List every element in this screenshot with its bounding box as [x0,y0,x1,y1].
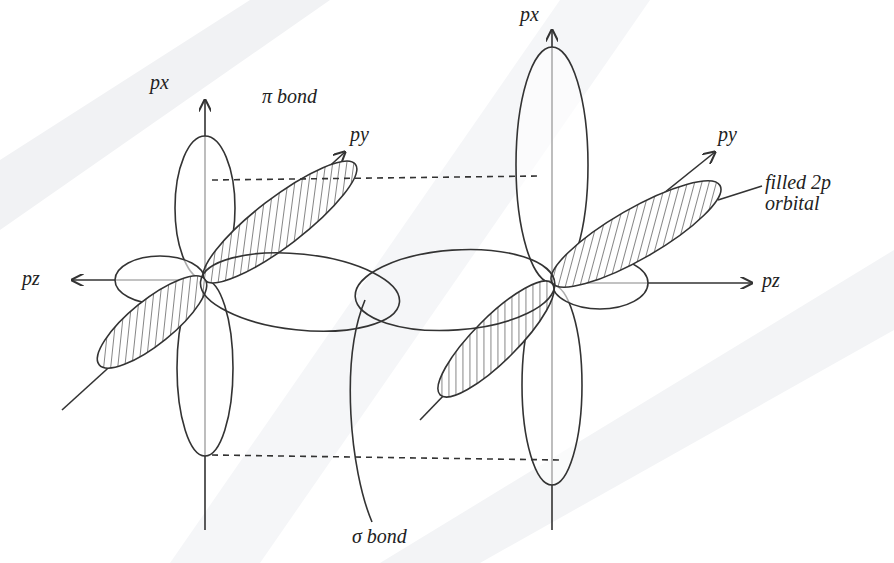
bond-label: π bond [262,86,317,107]
leader-line [718,186,762,200]
filled-py-lobe [539,164,732,304]
filled-py-lobe [85,262,218,382]
axis-label: pz [22,268,40,289]
axis-label: px [150,72,169,93]
axis-label: px [520,4,539,25]
leader-line [350,300,372,522]
axis-label: py [350,124,369,145]
axis-label: py [718,124,737,145]
sigma-lobe [197,244,404,340]
filled-py-lobe [190,145,370,299]
note-label: filled 2p orbital [765,172,890,214]
axis-label: pz [762,270,780,291]
pi-overlap-line [212,176,540,180]
pi-overlap-line [212,455,560,460]
sigma-lobe [352,243,557,337]
filled-py-lobe [425,268,568,411]
bond-label: σ bond [352,526,407,547]
background-band [380,250,894,563]
